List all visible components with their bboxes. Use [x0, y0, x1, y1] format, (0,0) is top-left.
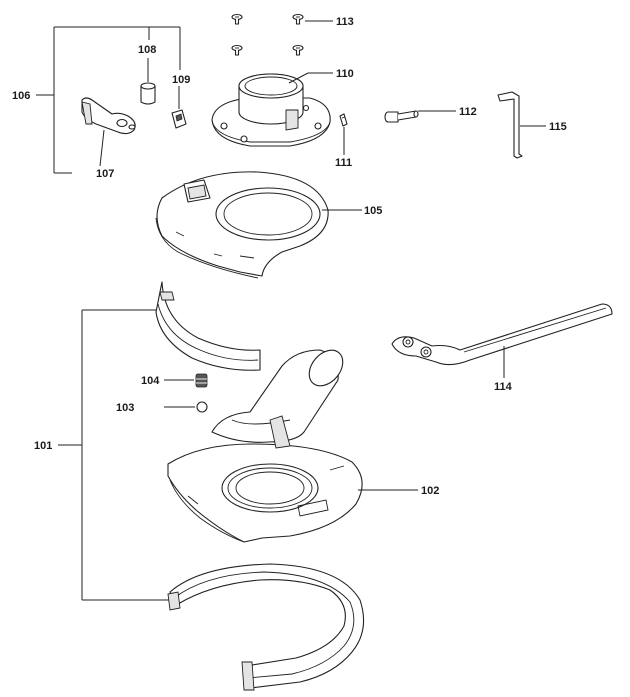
part-103-ball: [196, 401, 208, 413]
label-111: 111: [335, 157, 352, 169]
label-108: 108: [138, 44, 156, 56]
label-115: 115: [549, 121, 567, 133]
part-104-set-screw: [195, 373, 208, 388]
part-112-pin: [384, 110, 419, 123]
part-102-guard-housing: [167, 349, 363, 543]
label-114: 114: [494, 381, 513, 393]
part-111-clip: [339, 113, 348, 127]
label-112: 112: [459, 106, 477, 118]
label-104: 104: [141, 375, 160, 387]
part-107-lever: [81, 97, 136, 135]
label-105: 105: [364, 205, 382, 217]
label-107: 107: [96, 168, 114, 180]
label-113: 113: [336, 16, 354, 28]
part-101-upper-brush-strip: [155, 281, 261, 371]
part-109-latch: [171, 109, 187, 129]
part-108-spring: [140, 82, 156, 105]
part-115-hex-key: [497, 91, 523, 159]
label-110: 110: [336, 68, 354, 80]
part-110-flange: [211, 73, 331, 147]
part-105-guard-cover: [155, 171, 329, 279]
label-101: 101: [34, 440, 52, 452]
label-103: 103: [116, 402, 134, 414]
part-101-lower-brush-ring: [167, 563, 365, 691]
label-106: 106: [12, 90, 30, 102]
part-114-wrench: [391, 303, 613, 366]
label-102: 102: [421, 485, 439, 497]
label-109: 109: [172, 74, 190, 86]
part-113-screws: [231, 13, 304, 56]
